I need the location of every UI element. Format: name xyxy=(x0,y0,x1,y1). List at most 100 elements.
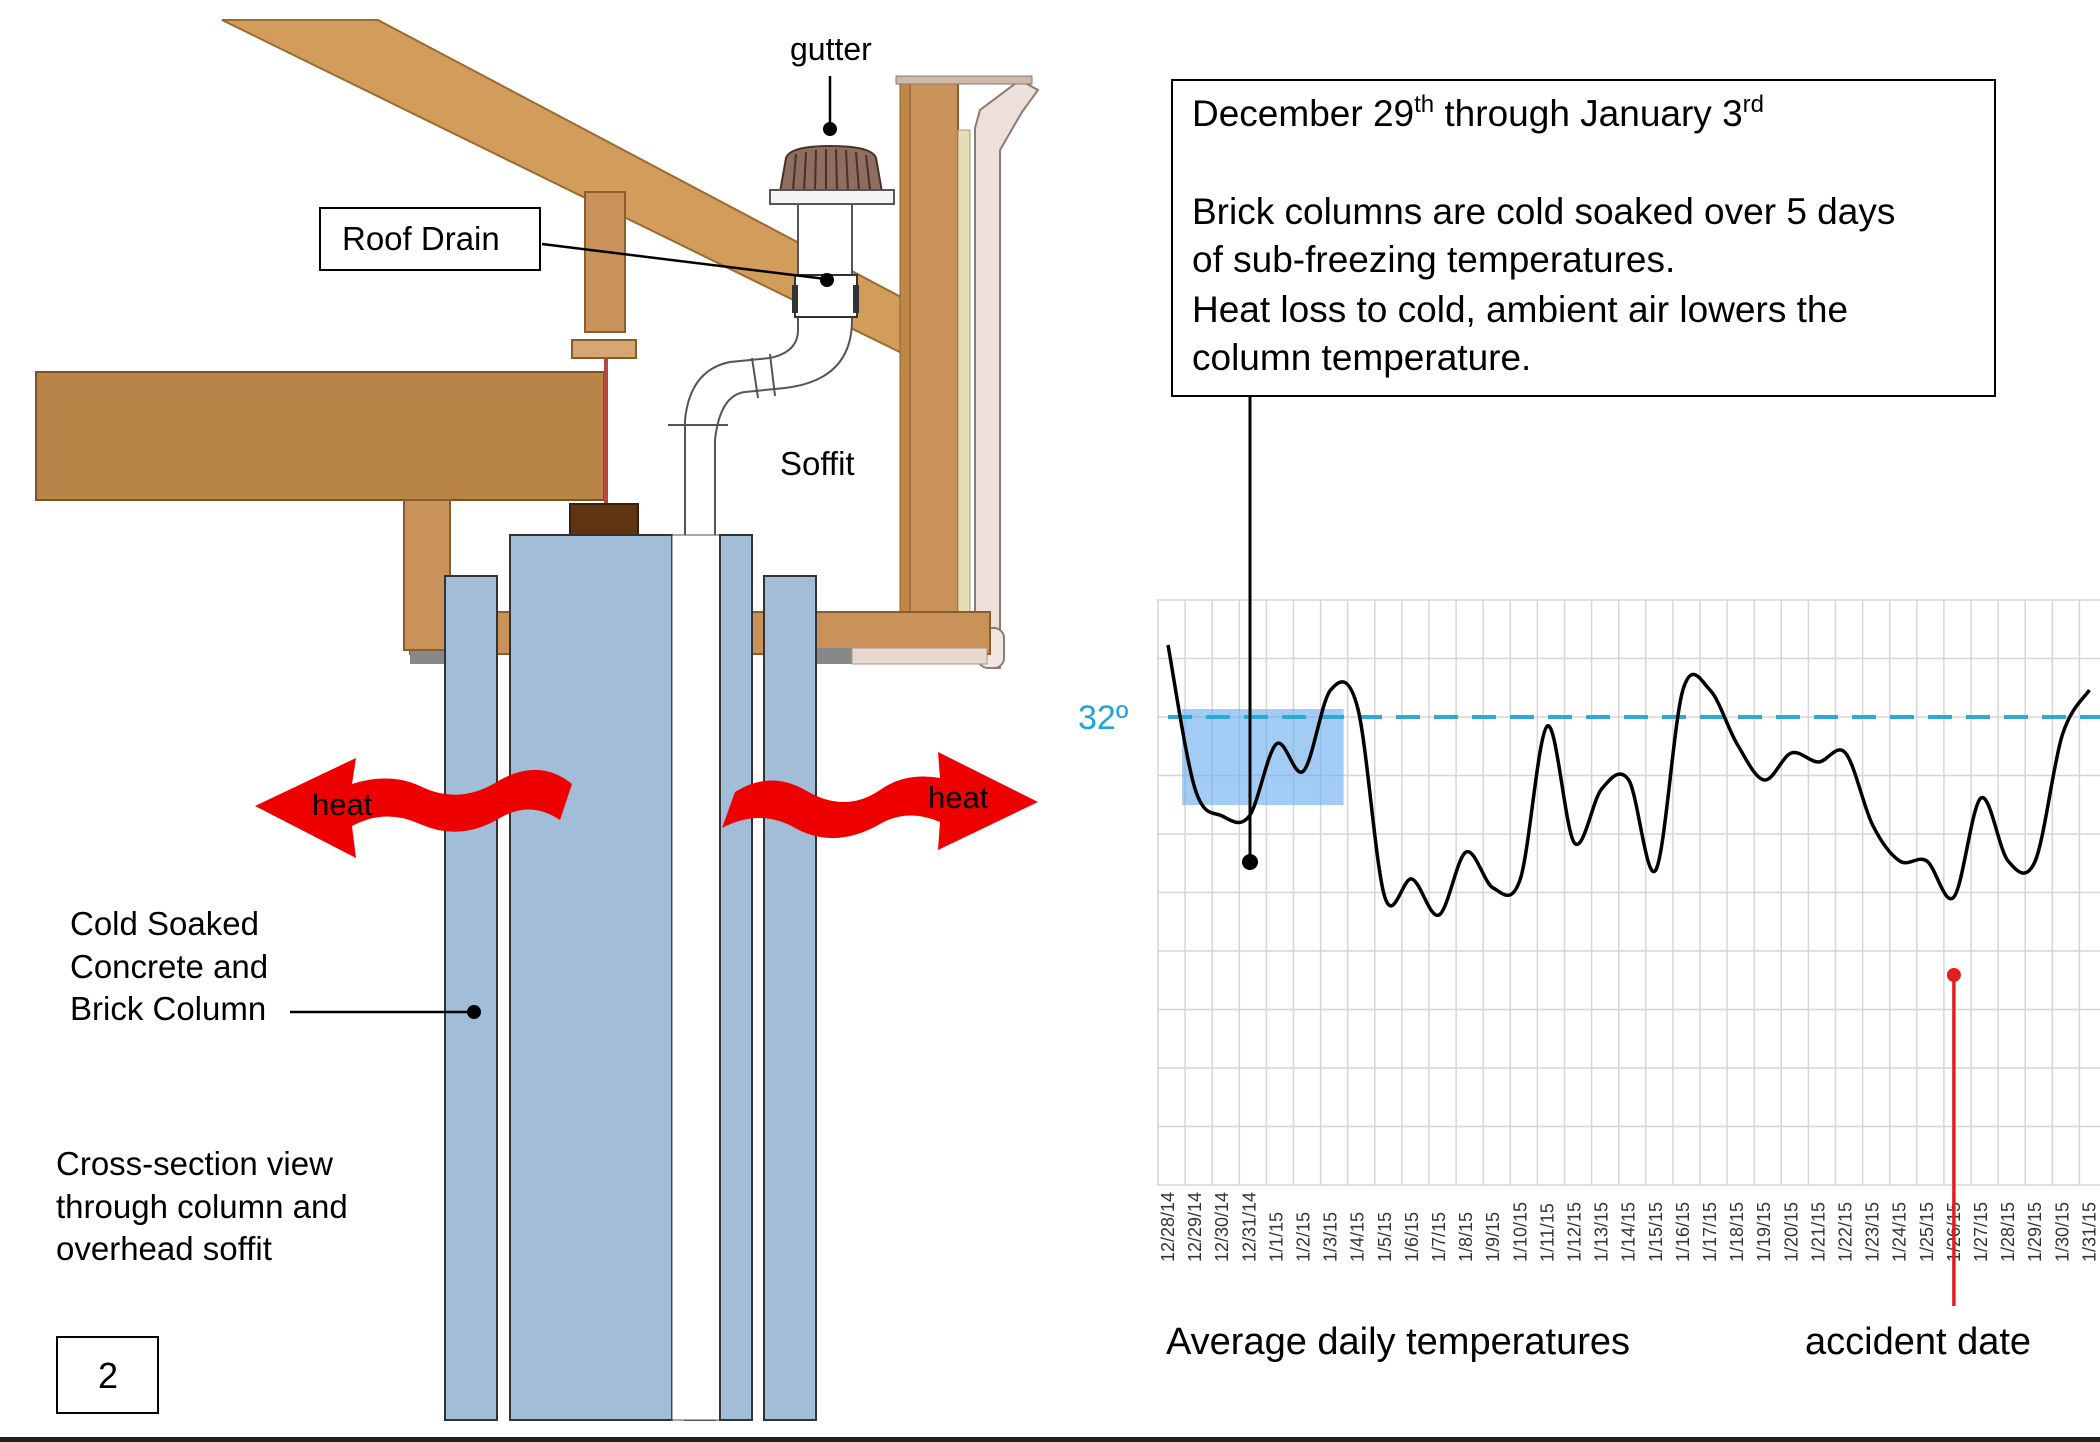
temperature-point-1/13/15 xyxy=(1600,787,1604,791)
accident-date-label: accident date xyxy=(1805,1321,2031,1363)
temperature-point-1/2/15 xyxy=(1302,769,1306,773)
temperature-point-1/19/15 xyxy=(1762,778,1766,782)
x-tick-label: 1/18/15 xyxy=(1727,1202,1747,1262)
temperature-point-1/30/15 xyxy=(2060,733,2064,737)
cold-soak-highlight xyxy=(1182,709,1344,805)
temperature-point-1/25/15 xyxy=(1925,859,1929,863)
temperature-point-1/9/15 xyxy=(1491,886,1495,890)
x-tick-label: 1/31/15 xyxy=(2079,1202,2099,1262)
x-tick-label: 1/28/15 xyxy=(1998,1202,2018,1262)
page-number: 2 xyxy=(98,1355,118,1396)
column-label-line3: Brick Column xyxy=(70,990,266,1027)
temperature-point-1/8/15 xyxy=(1464,850,1468,854)
x-tick-label: 1/11/15 xyxy=(1537,1203,1557,1262)
temperature-point-1/31/15 xyxy=(2087,688,2091,692)
x-tick-label: 1/17/15 xyxy=(1700,1202,1720,1262)
temperature-point-12/30/14 xyxy=(1220,814,1224,818)
x-tick-label: 1/22/15 xyxy=(1836,1202,1856,1262)
freeze-threshold-label: 32º xyxy=(1078,699,1128,737)
column-core xyxy=(509,534,673,1421)
temperature-point-1/12/15 xyxy=(1573,841,1577,845)
temperature-point-1/11/15 xyxy=(1545,724,1549,728)
temperature-point-1/24/15 xyxy=(1898,859,1902,863)
xsec-label-line1: Cross-section view xyxy=(56,1145,333,1182)
x-tick-label: 1/7/15 xyxy=(1429,1212,1449,1262)
temperature-point-1/26/15 xyxy=(1952,895,1956,899)
x-tick-label: 12/30/14 xyxy=(1212,1192,1232,1262)
chart-caption: Average daily temperatures xyxy=(1166,1321,1630,1363)
temperature-point-1/20/15 xyxy=(1789,751,1793,755)
roof-drain-label-box xyxy=(319,207,541,271)
temperature-point-1/5/15 xyxy=(1383,895,1387,899)
temperature-point-1/10/15 xyxy=(1518,877,1522,881)
callout-line3: of sub-freezing temperatures. xyxy=(1192,239,1675,280)
brick-column xyxy=(444,534,817,1421)
callout-box: December 29th through January 3rd Brick … xyxy=(1171,79,1996,870)
temperature-point-1/16/15 xyxy=(1681,688,1685,692)
x-tick-label: 1/21/15 xyxy=(1808,1202,1828,1262)
temperature-point-1/15/15 xyxy=(1654,868,1658,872)
roof-drain-pointer-dot xyxy=(820,273,834,287)
x-tick-label: 1/16/15 xyxy=(1673,1202,1693,1262)
gutter-label: gutter xyxy=(790,31,872,67)
x-tick-label: 1/30/15 xyxy=(2052,1202,2072,1262)
x-tick-label: 1/23/15 xyxy=(1863,1202,1883,1262)
temperature-point-1/22/15 xyxy=(1844,751,1848,755)
column-outer-left xyxy=(444,575,498,1421)
xsec-label-line2: through column and xyxy=(56,1188,348,1225)
temperature-point-1/3/15 xyxy=(1329,688,1333,692)
heat-label-right: heat xyxy=(928,780,989,815)
accident-marker-dot xyxy=(1946,968,1961,982)
x-tick-label: 1/1/15 xyxy=(1266,1212,1286,1262)
x-tick-label: 1/14/15 xyxy=(1619,1202,1639,1262)
heat-arrow-right xyxy=(722,752,1038,850)
heat-label-left: heat xyxy=(312,787,373,822)
x-tick-label: 1/12/15 xyxy=(1565,1202,1585,1262)
temperature-point-1/23/15 xyxy=(1871,823,1875,827)
temperature-point-1/7/15 xyxy=(1437,913,1441,917)
fascia-board xyxy=(907,79,959,651)
temperature-point-1/17/15 xyxy=(1708,688,1712,692)
roof-drain-label: Roof Drain xyxy=(342,220,500,257)
x-tick-label: 1/10/15 xyxy=(1510,1202,1530,1262)
heat-arrow-left xyxy=(255,758,572,858)
callout-line5: column temperature. xyxy=(1192,337,1531,378)
temperature-point-1/28/15 xyxy=(2006,859,2010,863)
temperature-point-1/27/15 xyxy=(1979,796,1983,800)
x-tick-label: 1/19/15 xyxy=(1754,1202,1774,1262)
x-tick-label: 1/25/15 xyxy=(1917,1202,1937,1262)
temperature-point-12/28/14 xyxy=(1166,643,1170,647)
vertical-post xyxy=(584,191,626,333)
x-tick-label: 1/5/15 xyxy=(1375,1212,1395,1262)
temperature-point-1/6/15 xyxy=(1410,877,1414,881)
xsec-label-line3: overhead soffit xyxy=(56,1230,272,1267)
column-label-line2: Concrete and xyxy=(70,948,268,985)
soffit-label: Soffit xyxy=(780,445,855,482)
x-tick-label: 1/4/15 xyxy=(1348,1212,1368,1262)
gutter-profile xyxy=(974,78,1040,669)
x-tick-label: 12/31/14 xyxy=(1239,1192,1259,1262)
x-tick-label: 1/2/15 xyxy=(1294,1212,1314,1262)
x-tick-label: 1/13/15 xyxy=(1592,1202,1612,1262)
x-tick-label: 1/15/15 xyxy=(1646,1202,1666,1262)
column-outer-right xyxy=(763,575,817,1421)
horizontal-beam xyxy=(35,371,605,501)
x-tick-label: 1/24/15 xyxy=(1890,1202,1910,1262)
temperature-point-1/4/15 xyxy=(1356,706,1360,710)
gutter-pointer-dot xyxy=(823,122,837,136)
callout-line4: Heat loss to cold, ambient air lowers th… xyxy=(1192,289,1848,330)
chart-grid xyxy=(1157,599,2100,1186)
x-tick-label: 1/27/15 xyxy=(1971,1202,1991,1262)
x-tick-label: 1/6/15 xyxy=(1402,1212,1422,1262)
x-tick-label: 1/9/15 xyxy=(1483,1212,1503,1262)
temperature-point-1/21/15 xyxy=(1816,760,1820,764)
column-label-line1: Cold Soaked xyxy=(70,905,259,942)
page-number-box xyxy=(56,1336,159,1414)
callout-pointer-dot xyxy=(1242,854,1258,870)
x-tick-label: 1/20/15 xyxy=(1781,1202,1801,1262)
temperature-series-line xyxy=(1166,644,2091,917)
x-tick-label: 12/28/14 xyxy=(1158,1192,1178,1262)
column-pointer-dot xyxy=(467,1005,481,1019)
